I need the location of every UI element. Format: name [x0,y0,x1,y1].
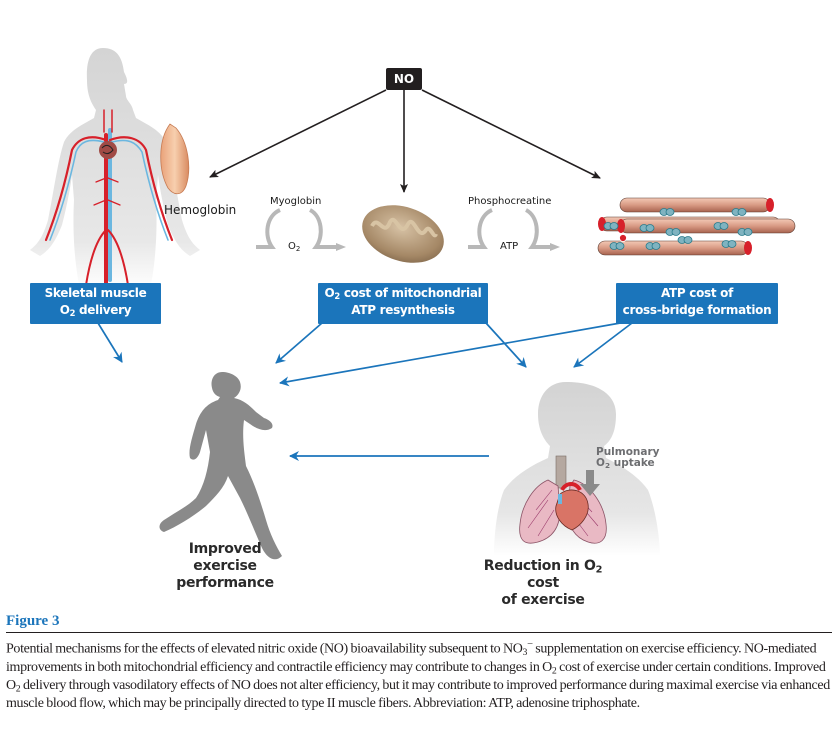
muscle-illustration [160,123,190,195]
box-atp-cost-cross-bridge: ATP cost of cross-bridge formation [616,283,778,324]
caption-text: Potential mechanisms for the effects of … [6,641,523,657]
runner-silhouette [159,372,282,560]
phosphocreatine-cycle [468,208,560,251]
caption-sup: − [527,639,533,650]
myoglobin-label: Myoglobin [270,196,322,207]
outcome-line: Improved [188,541,262,557]
box-line: ATP resynthesis [351,303,455,317]
o2-cycle-label: O2 [288,241,300,252]
box-sub: 2 [69,308,76,319]
no-arrows [209,89,601,193]
outcome-line: performance [176,575,274,591]
box-line: O2 cost of mitochondrial [318,285,488,302]
arrow-mito-to-o2cost [485,322,527,368]
outcome-line: exercise [193,558,257,574]
box-skeletal-muscle-o2-delivery: Skeletal muscle O2 delivery [30,283,161,324]
outcome-line: of exercise [501,592,585,608]
box-text: O [59,303,70,317]
arrow-mito-to-performance [275,322,323,364]
heart-organ [555,489,589,531]
filament-illustration [597,197,796,256]
atp-cycle-label: ATP [500,241,519,252]
caption-body: Potential mechanisms for the effects of … [6,633,832,713]
o2-cycle-text: O [288,241,296,252]
mitochondrion-illustration [362,205,444,263]
outcome-o2-cost-label: Reduction in O2 cost of exercise [468,558,618,609]
caption-text: delivery through vasodilatory effects of… [6,677,830,711]
myoglobin-cycle [256,208,346,251]
arrow-delivery-to-performance [97,322,123,363]
caption-sub: 2 [551,665,557,677]
hemoglobin-label: Hemoglobin [164,203,237,217]
pulmonary-line: O2 uptake [596,457,660,470]
caption-title: Figure 3 [6,612,832,633]
box-line: Skeletal muscle [44,286,147,300]
outcome-text: Reduction in O [483,558,596,574]
diagram-canvas [30,48,796,560]
heart [99,141,117,159]
arrow-crossbridge-to-performance [279,321,627,387]
torso-lungs-illustration [494,382,660,556]
box-sub: 2 [334,291,340,302]
outcome-performance-label: Improved exercise performance [160,541,290,592]
outcome-line: Reduction in O2 cost [468,558,618,592]
caption-text: cost of exercise under certain condition… [6,659,826,693]
pulmonary-text: O [596,457,605,469]
pulmonary-line: Pulmonary [596,446,660,458]
human-vascular-illustration [30,48,200,290]
box-text: delivery [75,303,132,317]
blue-arrows [97,321,633,461]
body-silhouette [30,48,200,290]
outcome-sub: 2 [595,564,603,576]
caption-text: supplementation on exercise efficiency. … [6,641,817,675]
box-text: O [324,286,335,300]
arrow-no-to-hemoglobin [209,89,387,178]
outcome-text: cost [527,575,559,591]
caption-sub: 3 [522,647,528,659]
arrow-no-to-filaments [421,89,601,179]
o2-cycle-sub: 2 [295,244,301,253]
box-line: cross-bridge formation [622,303,772,317]
pulmonary-text: uptake [610,457,655,469]
figure-caption: Figure 3 Potential mechanisms for the ef… [6,612,832,713]
box-o2-cost-mitochondrial: O2 cost of mitochondrial ATP resynthesis [318,283,488,324]
pulmonary-sub: 2 [604,460,611,470]
uptake-arrow [580,470,600,496]
box-line: O2 delivery [30,302,161,319]
no-node: NO [386,68,422,90]
arrow-crossbridge-to-o2cost [573,322,633,368]
pulmonary-uptake-label: Pulmonary O2 uptake [596,446,660,470]
caption-sub: 2 [15,683,21,695]
phosphocreatine-label: Phosphocreatine [468,196,552,207]
box-line: ATP cost of [660,286,734,300]
trachea [555,455,567,489]
box-text: cost of mitochondrial [339,286,482,300]
